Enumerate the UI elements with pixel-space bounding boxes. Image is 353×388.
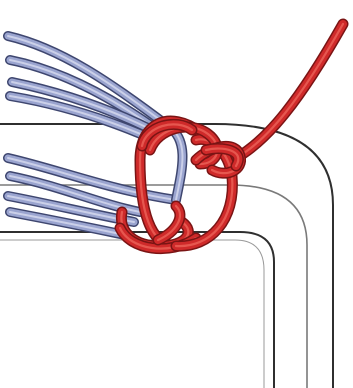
- tube-inner-edge: [0, 232, 274, 388]
- red-cord-overlap-3: [158, 206, 180, 240]
- tube-inner-shadow: [0, 240, 264, 388]
- blue-strand-wrap: [168, 126, 183, 200]
- bent-tube: [0, 124, 333, 388]
- red-cord-segment-1: [236, 24, 343, 158]
- tube-outer-edge: [0, 124, 333, 388]
